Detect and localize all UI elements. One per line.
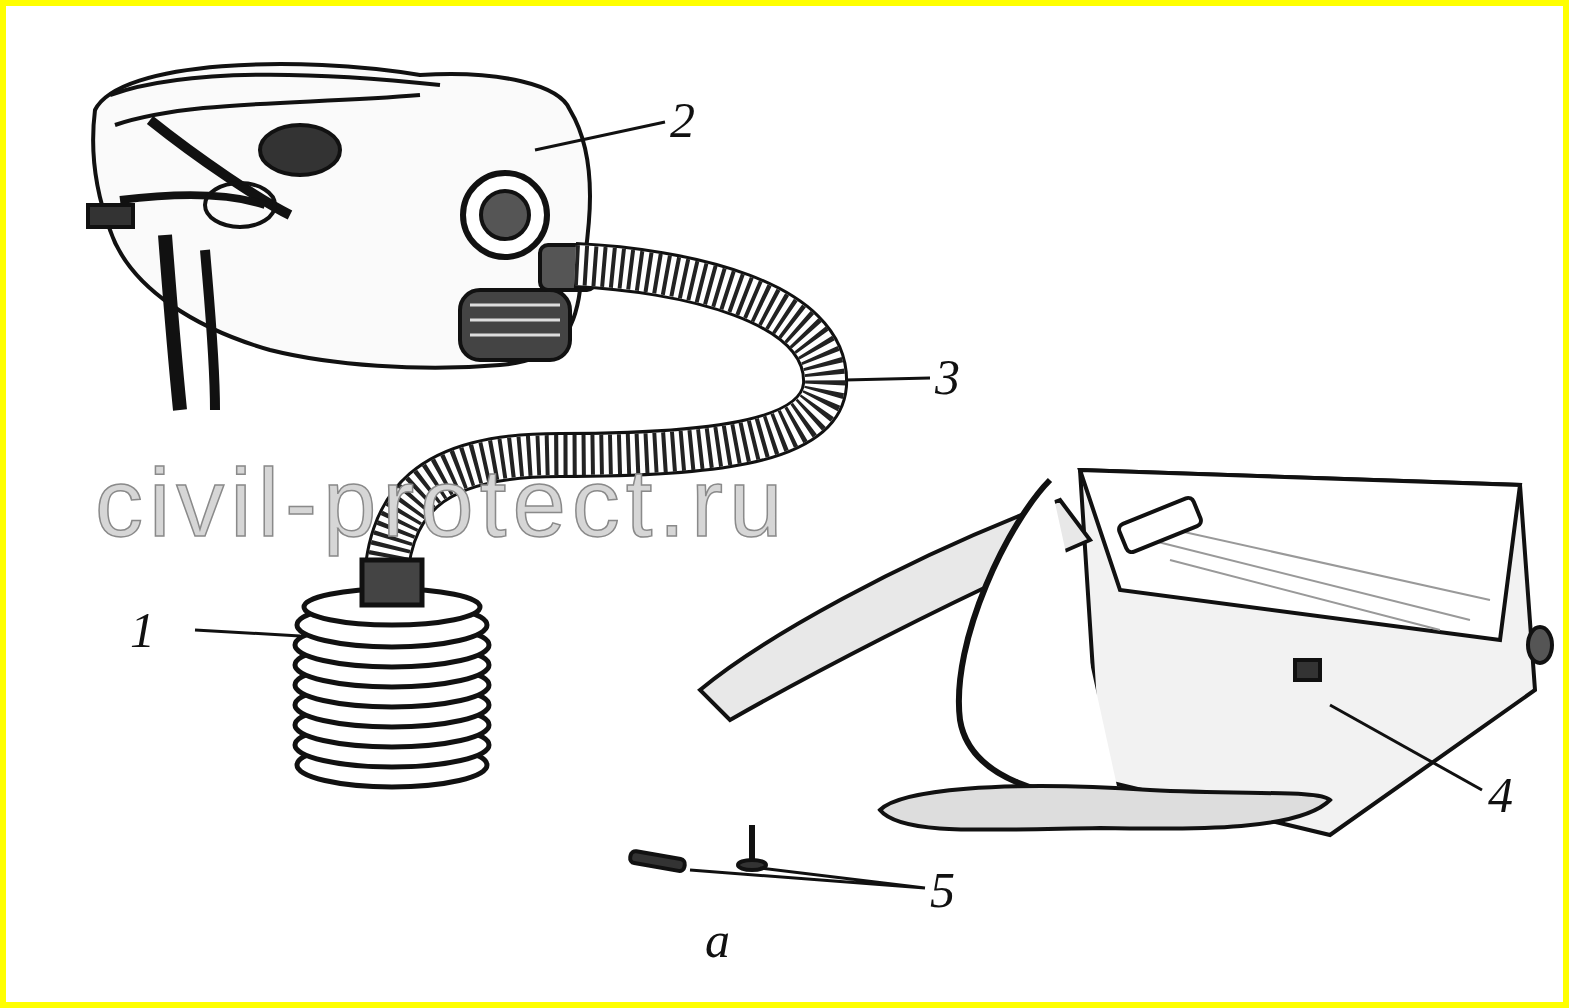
- callout-number: 3: [935, 352, 960, 402]
- watermark: civil-protect.ru: [95, 455, 788, 551]
- filter-canister: [295, 560, 489, 787]
- frame-border: [3, 3, 1566, 1005]
- callout-number: 4: [1488, 770, 1513, 820]
- figure-letter: а: [705, 915, 730, 965]
- callout-number: 2: [670, 95, 695, 145]
- carrying-bag: [700, 470, 1552, 835]
- spare-parts: [629, 825, 766, 872]
- callout-number: 5: [930, 865, 955, 915]
- callout-number: 1: [130, 605, 155, 655]
- face-mask: [88, 64, 595, 410]
